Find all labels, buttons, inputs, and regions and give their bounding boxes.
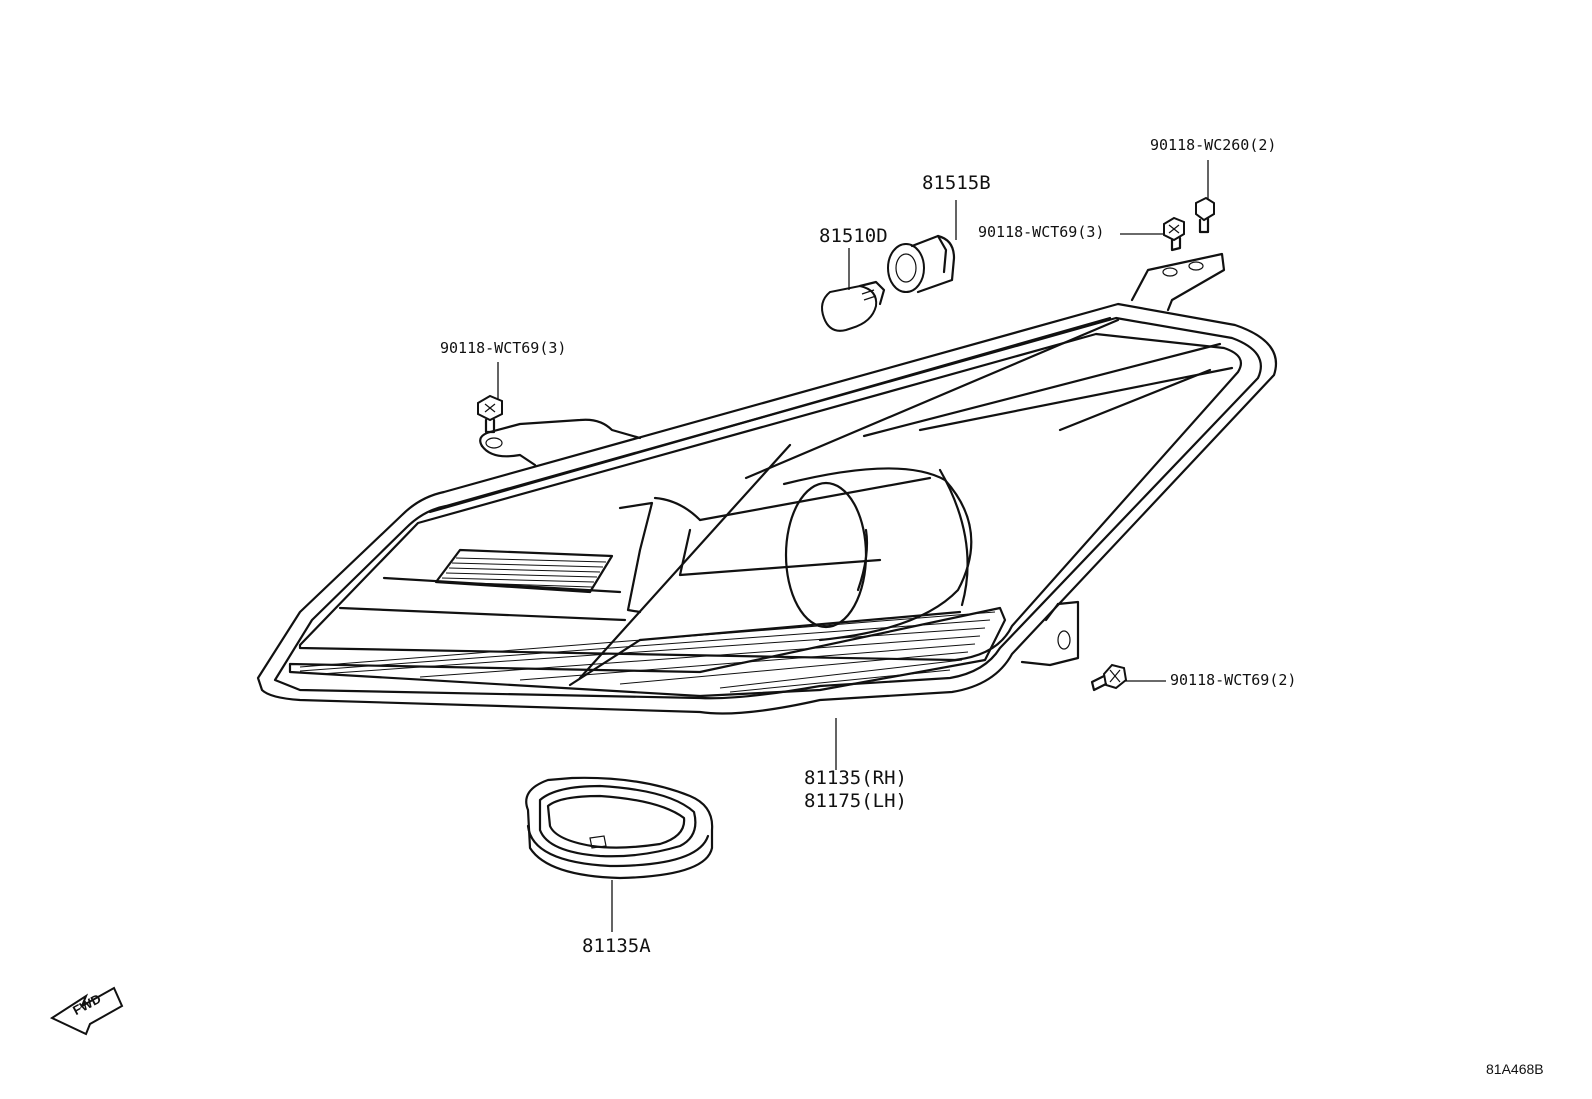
part-label-screw-left: 90118-WCT69(3) xyxy=(440,339,567,357)
part-label-screw-top-right-a: 90118-WC260(2) xyxy=(1150,136,1277,154)
bulb-drawing xyxy=(821,280,886,332)
part-label-headlamp-lh: 81175(LH) xyxy=(804,790,907,812)
leader-lines xyxy=(497,160,1209,932)
socket-drawing xyxy=(887,234,956,294)
headlamp-assembly xyxy=(256,252,1277,715)
part-label-socket: 81515B xyxy=(922,172,991,194)
screw-right-drawing xyxy=(1090,663,1128,692)
diagram-id: 81A468B xyxy=(1486,1061,1544,1077)
screw-top-right-b-drawing xyxy=(1163,216,1185,252)
part-label-screw-right: 90118-WCT69(2) xyxy=(1170,671,1297,689)
screw-top-right-a-drawing xyxy=(1195,196,1215,234)
part-label-cover-ring: 81135A xyxy=(582,935,651,957)
fwd-direction-arrow xyxy=(49,986,124,1036)
part-label-headlamp-rh: 81135(RH) xyxy=(804,767,907,789)
part-label-screw-top-right-b: 90118-WCT69(3) xyxy=(978,223,1105,241)
part-label-bulb: 81510D xyxy=(819,225,888,247)
cover-ring-drawing xyxy=(525,776,714,880)
screw-left-drawing xyxy=(477,394,503,434)
